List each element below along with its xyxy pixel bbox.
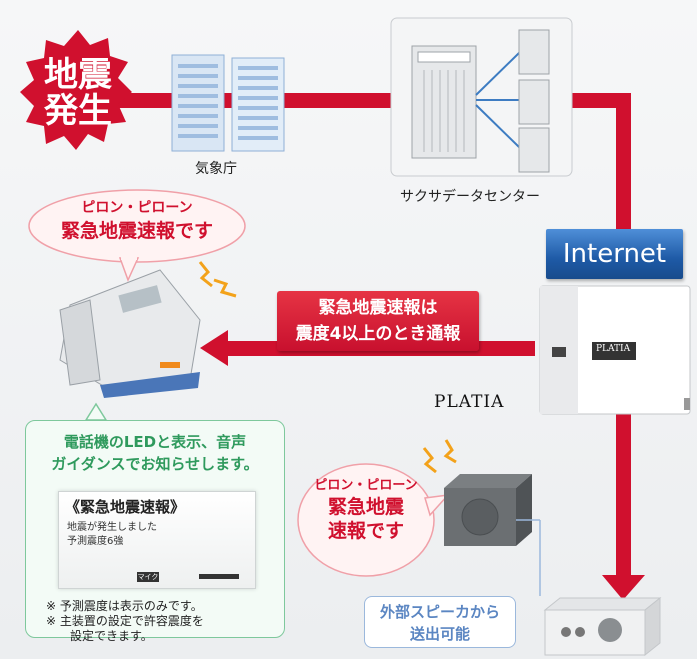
- red-line-right-upper: [616, 93, 631, 230]
- info-notes: ※ 予測震度は表示のみです。 ※ 主装置の設定で許容震度を 設定できます。: [46, 599, 204, 644]
- phone-speech-bubble: [28, 189, 246, 282]
- external-speaker-line1: 外部スピーカから: [379, 603, 500, 621]
- quake-badge-line2: 発生: [44, 91, 112, 131]
- jma-building-icon: [171, 54, 285, 152]
- telephone-icon: [59, 269, 201, 398]
- note-text: 主装置の設定で許容震度を: [59, 614, 204, 628]
- info-box: 電話機のLEDと表示、音声 ガイダンスでお知らせします。 《緊急地震速報》 地震…: [25, 420, 285, 643]
- lcd-display: 《緊急地震速報》 地震が発生しました 予測震度6強 マイク: [58, 491, 256, 589]
- quake-badge-line1: 地震: [44, 55, 112, 95]
- external-speaker-label: 外部スピーカから 送出可能: [364, 596, 516, 648]
- speaker-pointer-lines: [516, 519, 541, 596]
- ringing-marks-phone: [198, 261, 237, 298]
- alert-condition-line1: 緊急地震速報は: [318, 298, 438, 318]
- note-row: ※ 主装置の設定で許容震度を: [46, 614, 204, 629]
- info-title: 電話機のLEDと表示、音声 ガイダンスでお知らせします。: [26, 431, 284, 475]
- amplifier-icon: [543, 596, 662, 657]
- lcd-line2: 予測震度6強: [67, 536, 124, 547]
- speaker-bubble-big1: 緊急地震: [327, 496, 404, 518]
- info-title-line2: ガイダンスでお知らせします。: [51, 455, 259, 473]
- platia-unit-icon: [539, 285, 691, 415]
- red-line-right-lower: [616, 410, 631, 580]
- note-mark: ※: [46, 614, 57, 628]
- jma-label: 気象庁: [195, 161, 237, 177]
- note-text: 予測震度は表示のみです。: [59, 599, 203, 613]
- speaker-bubble-small: ピロン・ピローン: [314, 478, 418, 493]
- down-arrow-head: [602, 575, 645, 600]
- phone-bubble-big: 緊急地震速報です: [60, 220, 213, 242]
- note-text: 設定できます。: [70, 629, 153, 643]
- note-row: ※ 予測震度は表示のみです。: [46, 599, 204, 614]
- alert-condition-label: 緊急地震速報は 震度4以上のとき通報: [277, 291, 479, 351]
- platia-unit-brand: PLATIA: [596, 344, 631, 354]
- lcd-line1: 地震が発生しました: [67, 522, 157, 533]
- alert-condition-line2: 震度4以上のとき通報: [295, 324, 461, 344]
- external-speaker-line2: 送出可能: [409, 625, 470, 643]
- note-mark: ※: [46, 599, 57, 613]
- internet-box: Internet: [546, 229, 683, 279]
- speaker-bubble-big2: 速報です: [327, 520, 404, 542]
- quake-starburst: [20, 30, 132, 150]
- datacenter-label: サクサデータセンター: [400, 189, 540, 205]
- info-title-line1: 電話機のLEDと表示、音声: [63, 433, 247, 451]
- phone-bubble-small: ピロン・ピローン: [81, 200, 193, 216]
- lcd-level-bar: [199, 574, 239, 579]
- note-row: 設定できます。: [46, 629, 204, 644]
- platia-label: PLATIA: [434, 392, 505, 412]
- lcd-softkey: マイク: [137, 572, 159, 582]
- speaker-icon: [444, 474, 532, 546]
- ringing-marks-speaker: [422, 439, 457, 474]
- info-pointer: [84, 402, 108, 421]
- speaker-speech-bubble: [297, 463, 450, 577]
- lcd-heading: 《緊急地震速報》: [65, 498, 186, 516]
- datacenter-icon: [390, 17, 573, 177]
- left-arrow-head: [200, 330, 228, 366]
